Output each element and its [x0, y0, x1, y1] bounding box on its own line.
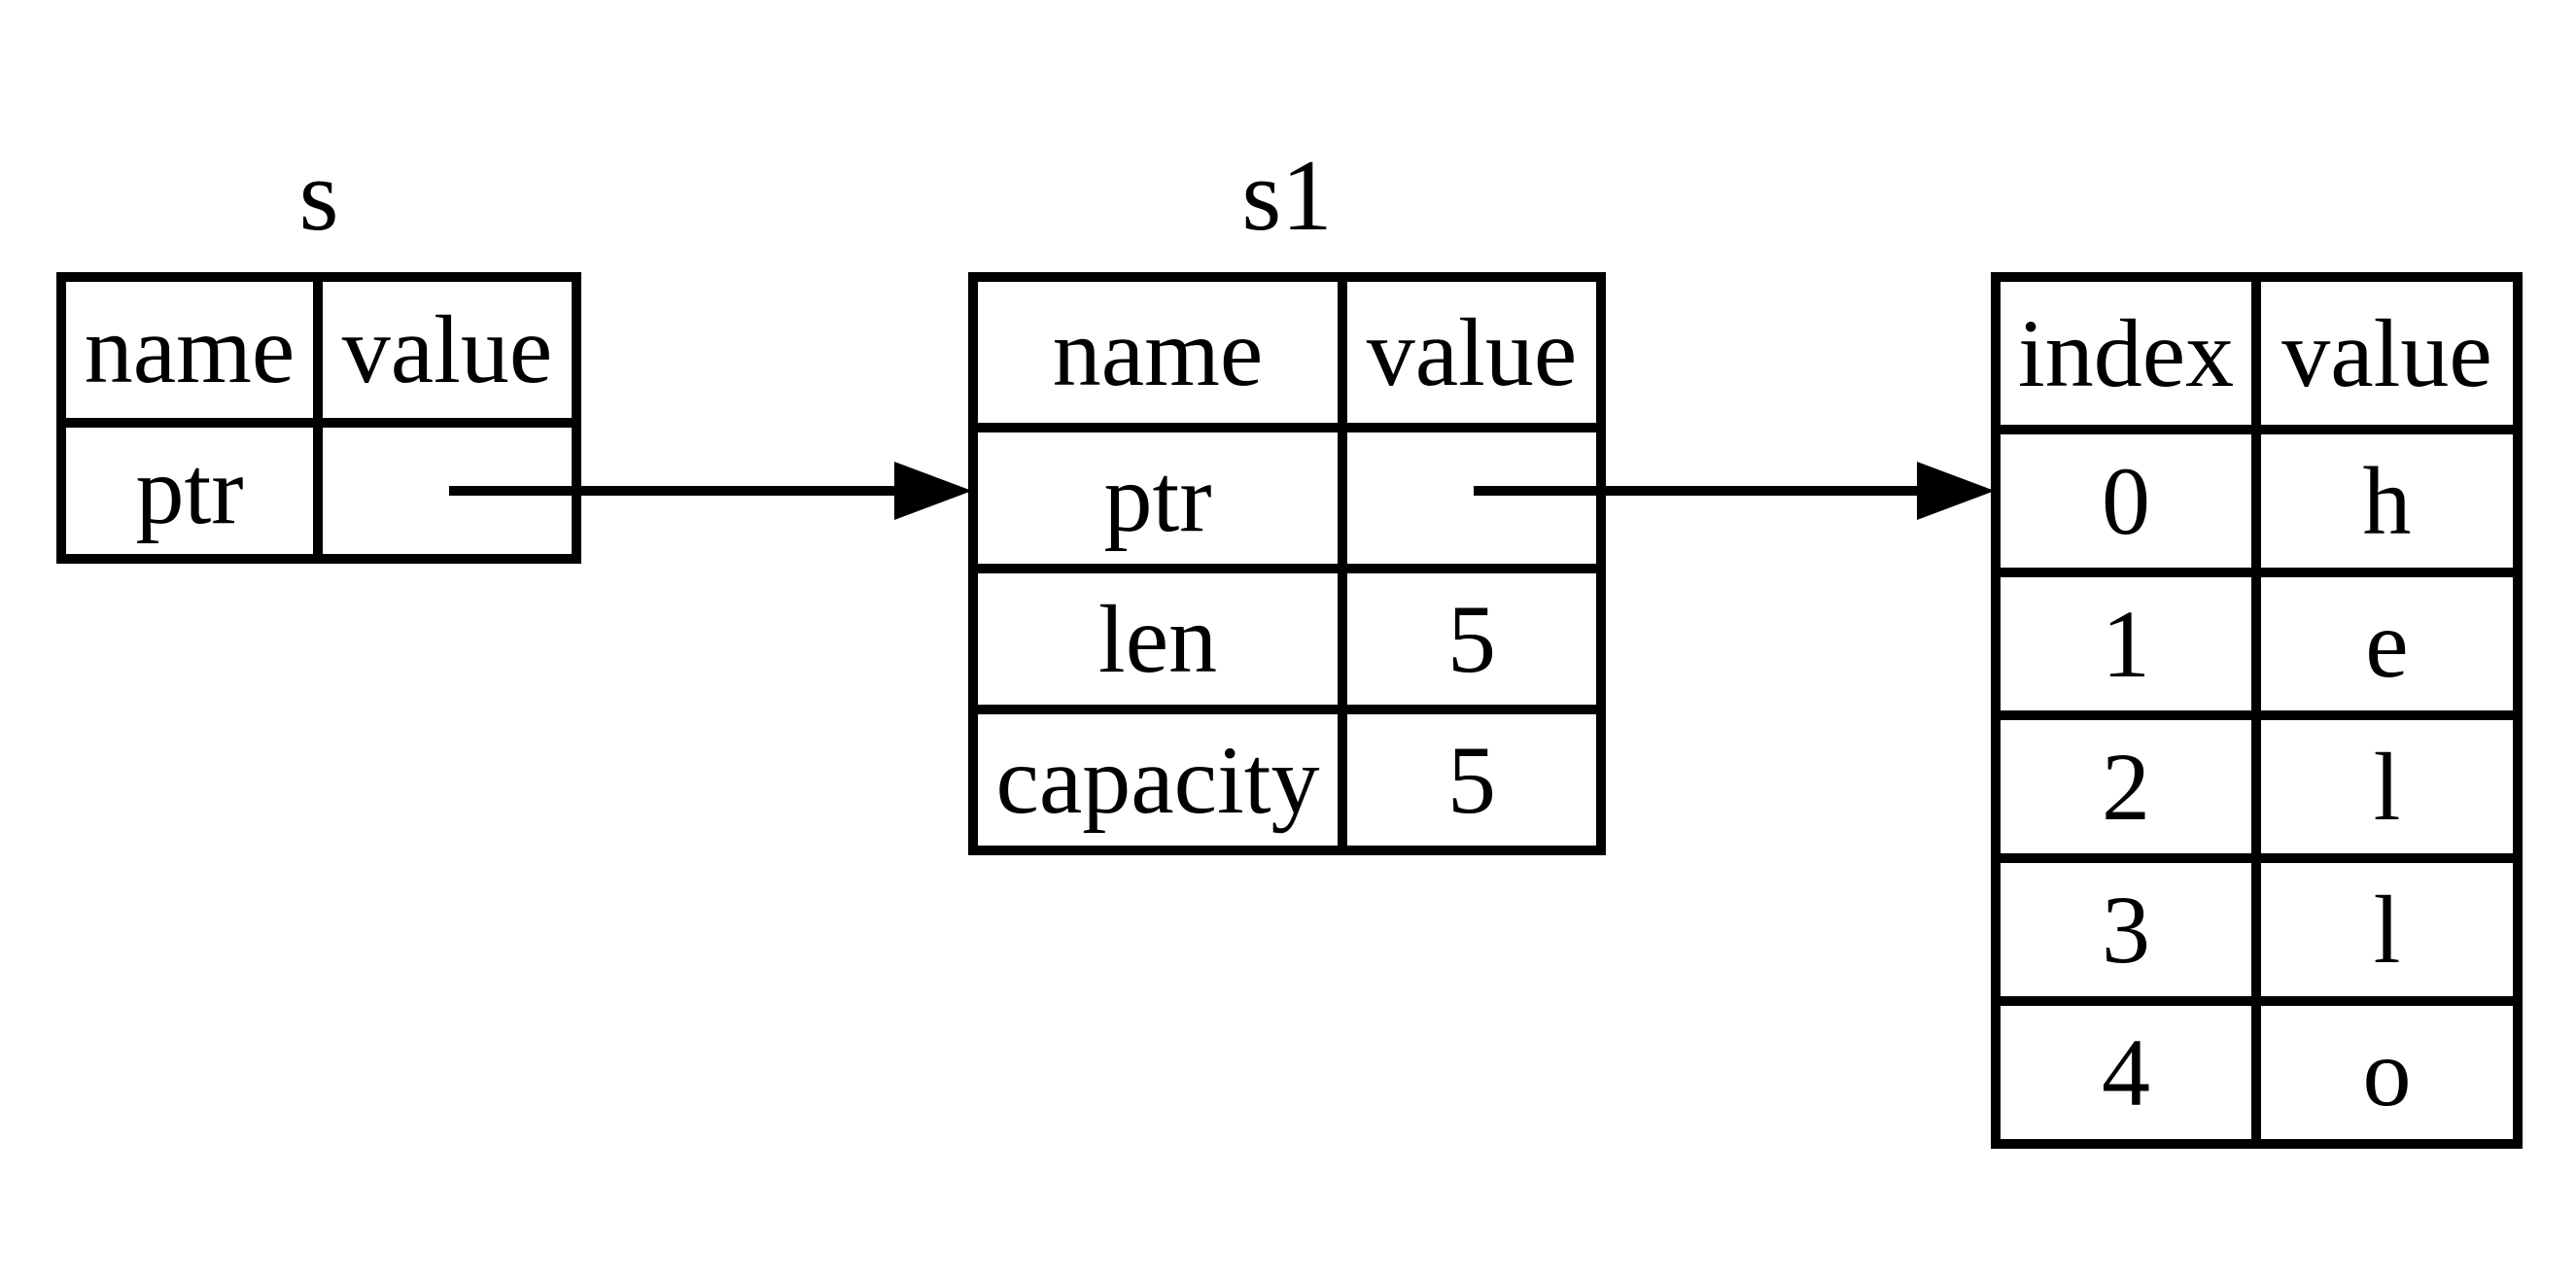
arrowhead-icon: [1917, 462, 1995, 520]
table-heap: index value 0 h 1 e 2 l 3 l 4 o: [1991, 272, 2523, 1149]
heap-row0-value-cell: h: [2251, 425, 2513, 568]
table-s: name value ptr: [56, 272, 581, 564]
heap-row4-value-cell: o: [2251, 996, 2513, 1139]
arrowhead-icon: [894, 462, 972, 520]
heap-row4-index-cell: 4: [2001, 996, 2251, 1139]
heap-header-value: value: [2251, 282, 2513, 425]
heap-row3-value-cell: l: [2251, 853, 2513, 996]
table-s1: name value ptr len 5 capacity 5: [968, 272, 1606, 855]
heap-row0-index-cell: 0: [2001, 425, 2251, 568]
s1-header-value: value: [1338, 282, 1596, 423]
variable-label-s1: s1: [1241, 137, 1333, 252]
heap-row3-index-cell: 3: [2001, 853, 2251, 996]
s-header-value: value: [313, 282, 572, 418]
arrow-line: [1474, 486, 1917, 496]
s-ptr-value-cell: [313, 418, 572, 554]
s1-ptr-value-cell: [1338, 423, 1596, 564]
heap-row1-value-cell: e: [2251, 568, 2513, 710]
s1-len-value-cell: 5: [1338, 564, 1596, 705]
heap-row2-value-cell: l: [2251, 710, 2513, 853]
s-ptr-name-cell: ptr: [66, 418, 313, 554]
heap-row1-index-cell: 1: [2001, 568, 2251, 710]
s1-ptr-name-cell: ptr: [978, 423, 1338, 564]
s1-capacity-name-cell: capacity: [978, 705, 1338, 846]
s-header-name: name: [84, 295, 296, 403]
heap-row2-index-cell: 2: [2001, 710, 2251, 853]
arrow-line: [449, 486, 894, 496]
s1-header-name: name: [1052, 297, 1264, 406]
s1-len-name-cell: len: [978, 564, 1338, 705]
heap-header-index: index: [2017, 298, 2235, 407]
s1-capacity-value-cell: 5: [1338, 705, 1596, 846]
variable-label-s: s: [298, 137, 339, 252]
